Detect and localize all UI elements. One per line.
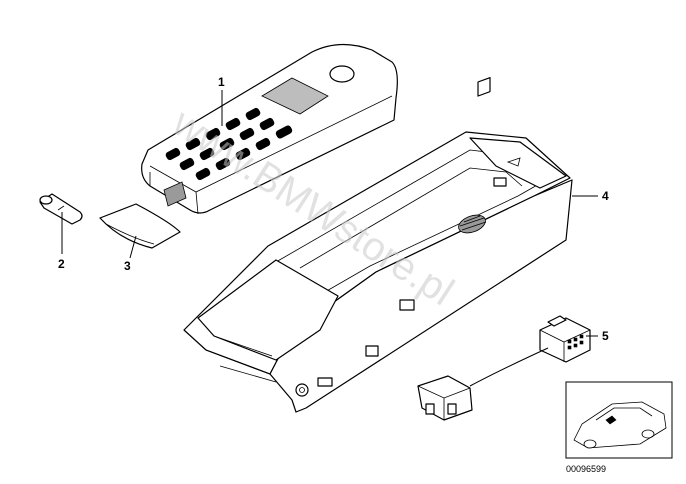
cradle-icon (183, 77, 573, 413)
cable-adapter-icon (417, 315, 591, 421)
car-thumbnail-icon (565, 381, 673, 459)
callout-2: 2 (58, 257, 65, 271)
callout-1: 1 (218, 75, 225, 89)
callout-4: 4 (602, 189, 609, 203)
cradle-grille (458, 214, 487, 234)
cover-cap-icon (99, 203, 181, 249)
reference-number: 00096599 (566, 464, 606, 474)
phone-handset-icon (141, 43, 398, 215)
plug-icon (39, 193, 83, 225)
callout-5: 5 (602, 329, 609, 343)
callout-3: 3 (124, 259, 131, 273)
